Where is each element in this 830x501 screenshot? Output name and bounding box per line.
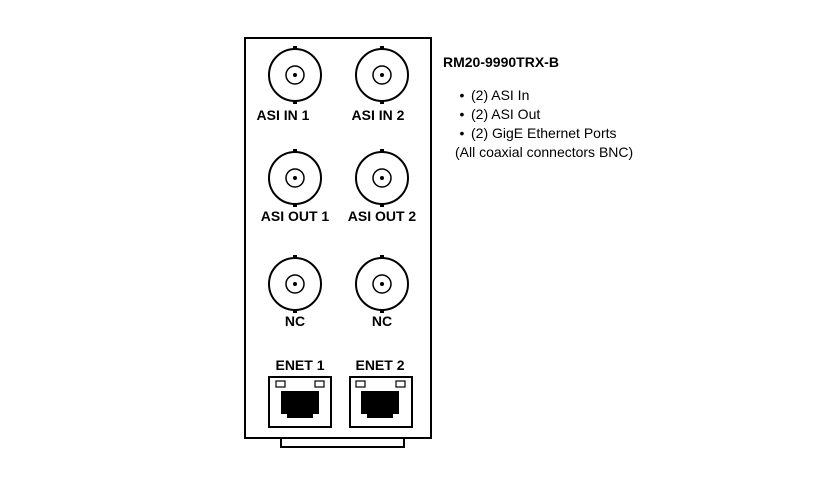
model-title: RM20-9990TRX-B	[443, 54, 559, 70]
led-icon	[395, 380, 406, 388]
label-enet-1: ENET 1	[275, 357, 324, 373]
bnc-connector-asi-in-1	[268, 46, 322, 104]
panel-bottom-tab	[280, 438, 405, 448]
bullet-icon: •	[459, 87, 465, 103]
bnc-connector-asi-in-2	[355, 46, 409, 104]
label-asi-out-1: ASI OUT 1	[261, 208, 330, 224]
led-icon	[355, 380, 366, 388]
ethernet-port-1	[268, 376, 332, 428]
label-asi-in-1: ASI IN 1	[257, 107, 310, 123]
label-asi-out-2: ASI OUT 2	[348, 208, 417, 224]
led-icon	[275, 380, 286, 388]
panel-outline	[244, 37, 432, 439]
bullet-icon: •	[459, 106, 465, 122]
label-enet-2: ENET 2	[355, 357, 404, 373]
bullet-icon: •	[459, 125, 465, 141]
feature-item: •(2) GigE Ethernet Ports	[453, 124, 633, 143]
rj45-jack-icon	[361, 391, 399, 418]
label-nc-2: NC	[372, 313, 392, 329]
label-nc-1: NC	[285, 313, 305, 329]
bnc-connector-asi-out-2	[355, 149, 409, 207]
label-asi-in-2: ASI IN 2	[352, 107, 405, 123]
bnc-connector-asi-out-1	[268, 149, 322, 207]
connector-note: (All coaxial connectors BNC)	[455, 144, 634, 160]
feature-item: •(2) ASI In	[453, 86, 633, 105]
info-block: RM20-9990TRX-B •(2) ASI In •(2) ASI Out …	[443, 54, 633, 162]
feature-item: •(2) ASI Out	[453, 105, 633, 124]
feature-list: •(2) ASI In •(2) ASI Out •(2) GigE Ether…	[443, 86, 633, 143]
ethernet-port-2	[349, 376, 413, 428]
bnc-connector-nc-2	[355, 255, 409, 313]
led-icon	[314, 380, 325, 388]
rj45-jack-icon	[281, 391, 319, 418]
bnc-connector-nc-1	[268, 255, 322, 313]
